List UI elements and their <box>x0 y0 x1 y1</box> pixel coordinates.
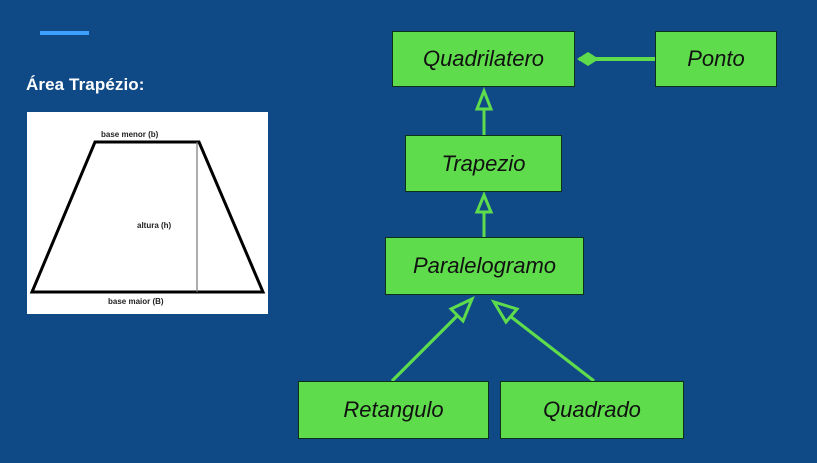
trapezoid-shape <box>29 140 266 294</box>
trapezoid-figure: base menor (b) altura (h) base maior (B) <box>27 112 268 314</box>
top-base-label: base menor (b) <box>101 130 159 139</box>
class-box-paralelogramo: Paralelogramo <box>385 237 584 295</box>
inheritance-arrow-icon <box>448 295 475 324</box>
composition-diamond-icon <box>577 52 599 66</box>
bottom-base-label: base maior (B) <box>108 297 164 306</box>
class-box-quadrilatero: Quadrilatero <box>392 31 575 87</box>
class-box-ponto: Ponto <box>655 31 777 87</box>
inheritance-arrow-icon <box>474 191 494 214</box>
class-box-retangulo: Retangulo <box>298 381 489 439</box>
height-label: altura (h) <box>137 221 172 230</box>
retangulo-to-paralelogramo-line <box>390 313 460 383</box>
quadrado-to-paralelogramo-line <box>509 314 595 383</box>
accent-line <box>40 31 89 35</box>
inheritance-arrow-icon <box>474 86 494 111</box>
class-box-trapezio: Trapezio <box>405 135 562 192</box>
class-box-quadrado: Quadrado <box>500 381 684 439</box>
area-trapezio-title: Área Trapézio: <box>26 75 145 94</box>
inheritance-arrow-icon <box>490 299 520 325</box>
trapezoid-figure-svg: base menor (b) altura (h) base maior (B) <box>27 112 268 314</box>
